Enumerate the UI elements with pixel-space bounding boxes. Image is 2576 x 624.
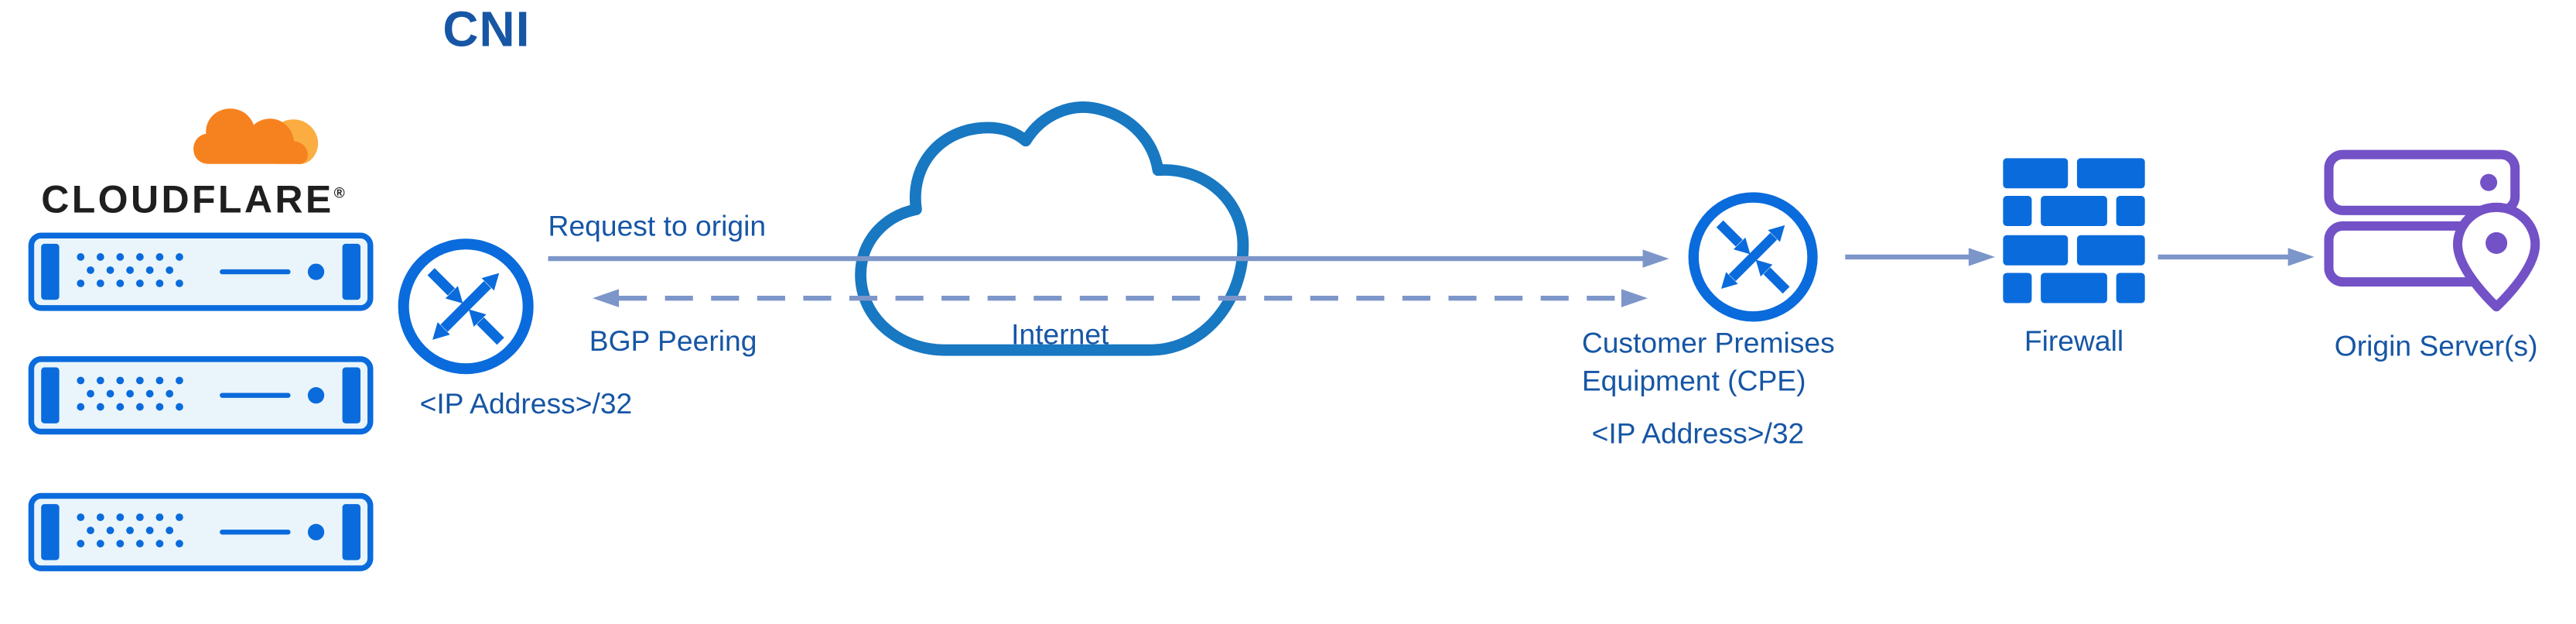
firewall-label: Firewall <box>2024 324 2124 358</box>
diagram-title: CNI <box>442 3 531 58</box>
cloudflare-cloud-icon <box>193 108 319 165</box>
vent-dots <box>77 513 183 548</box>
internet-label: Internet <box>1011 317 1109 351</box>
cloudflare-server-icon-1 <box>28 232 374 311</box>
edge-router-ip-label: <IP Address>/32 <box>419 387 633 420</box>
cpe-label-line2: Equipment (CPE) <box>1581 365 1806 398</box>
cpe-ip-label: <IP Address>/32 <box>1591 417 1805 450</box>
vent-dots <box>77 253 183 287</box>
firewall-icon <box>2003 158 2145 303</box>
cpe-label: Customer Premises Equipment (CPE) <box>1582 324 1835 402</box>
request-to-origin-label: Request to origin <box>548 209 767 242</box>
cloudflare-server-icon-3 <box>28 492 374 571</box>
cloudflare-server-icon-2 <box>28 356 374 435</box>
origin-server-label: Origin Server(s) <box>2334 329 2538 363</box>
location-pin-icon <box>2452 202 2540 312</box>
cloudflare-edge-router-icon <box>398 238 534 375</box>
firewall-to-origin-arrow <box>2157 248 2315 266</box>
cpe-label-line1: Customer Premises <box>1581 326 1835 359</box>
bgp-peering-label: BGP Peering <box>589 324 757 358</box>
cpe-to-firewall-arrow <box>1845 248 1995 266</box>
cloudflare-wordmark: CLOUDFLARE® <box>41 177 345 221</box>
cpe-router-icon <box>1688 192 1818 322</box>
origin-server-icon <box>2324 149 2540 312</box>
vent-dots <box>77 376 183 411</box>
registered-mark: ® <box>333 184 345 201</box>
